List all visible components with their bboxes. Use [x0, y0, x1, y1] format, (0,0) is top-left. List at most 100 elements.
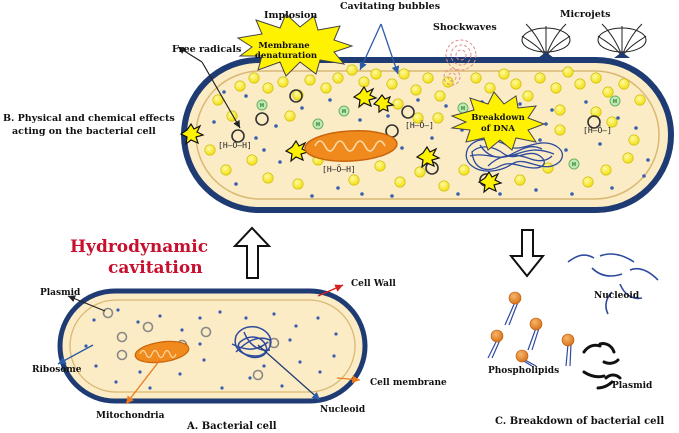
svg-text:[H–Ö–]: [H–Ö–] — [405, 120, 434, 130]
label-nucleoid-fragment: Nucleoid — [594, 291, 640, 301]
ribosome-dot — [400, 146, 404, 150]
ribosome-dot — [332, 354, 336, 358]
bubble — [234, 80, 246, 92]
bubble — [562, 66, 574, 78]
label-implosion: Implosion — [264, 10, 317, 21]
plasmid-fragments — [582, 342, 622, 390]
ribosome-dot — [294, 324, 298, 328]
label-physical-effects-1: B. Physical and chemical effects — [3, 113, 175, 124]
ribosome-dot — [386, 114, 390, 118]
bubble — [398, 68, 410, 80]
ribosome-dot — [634, 126, 638, 130]
plasmid-ring — [200, 326, 212, 338]
bubble — [554, 124, 566, 136]
ribosome-dot — [456, 192, 460, 196]
plasmid-ring — [231, 129, 245, 143]
svg-text:H: H — [342, 109, 346, 115]
label-cavitation: cavitation — [108, 258, 203, 278]
bubble — [392, 98, 404, 110]
bubble — [432, 112, 444, 124]
bubble — [590, 106, 602, 118]
ribosome-dot — [550, 108, 554, 112]
bubble — [410, 84, 422, 96]
ribosome-dot — [248, 376, 252, 380]
label-hydrodynamic: Hydrodynamic — [70, 237, 208, 257]
bubble — [470, 72, 482, 84]
svg-text:H: H — [461, 106, 465, 112]
shockwaves-rings — [443, 39, 477, 86]
ribosome-dot — [610, 186, 614, 190]
ribosome-dot — [416, 98, 420, 102]
top-annotation-arrows — [177, 23, 400, 129]
ribosome-dot — [430, 136, 434, 140]
bubble — [332, 72, 344, 84]
ribosome-dot — [262, 364, 266, 368]
bubble — [622, 152, 634, 164]
ribosome-dot — [336, 186, 340, 190]
ribosome-dot — [360, 192, 364, 196]
label-bacterial-cell: A. Bacterial cell — [186, 421, 277, 432]
phospholipid-tail — [569, 343, 572, 367]
ribosome-dot — [390, 194, 394, 198]
ribosome-dot — [254, 136, 258, 140]
ribosome-dot — [598, 142, 602, 146]
svg-text:H: H — [613, 99, 617, 105]
svg-text:[H–Ö–]: [H–Ö–] — [583, 125, 612, 135]
plasmid-ring — [252, 369, 264, 381]
ribosome-dot — [178, 372, 182, 376]
label-phospholipids: Phospholipids — [488, 366, 559, 376]
plasmid-ring — [268, 337, 280, 349]
bubble — [600, 164, 612, 176]
bubble — [510, 78, 522, 90]
ribosome-dot — [202, 358, 206, 362]
phospholipid-tail — [504, 301, 516, 326]
ribosome-dot — [158, 314, 162, 318]
ribosome-dot — [316, 316, 320, 320]
svg-text:[H–Ö–H]: [H–Ö–H] — [218, 140, 252, 150]
phospholipid-head — [561, 333, 575, 347]
small-bursts — [179, 85, 503, 194]
intact-cell-bottom — [57, 288, 368, 404]
bubble — [542, 162, 554, 174]
breakdown-of-dna-burst — [450, 91, 546, 151]
bubble — [346, 64, 358, 76]
label-cavitating-bubbles: Cavitating bubbles — [340, 1, 440, 12]
bubble — [458, 164, 470, 176]
label-cell-wall: Cell Wall — [351, 279, 396, 289]
ribosome-dot — [310, 194, 314, 198]
ribosome-dot — [114, 380, 118, 384]
label-physical-effects-2: acting on the bacterial cell — [12, 126, 156, 137]
bubble — [522, 90, 534, 102]
ribosome-dot — [570, 192, 574, 196]
ribosome-dot — [234, 182, 238, 186]
bubble — [438, 180, 450, 192]
bubble — [358, 76, 370, 88]
mitochondria-bottom — [134, 340, 190, 364]
process-arrow-down — [508, 229, 546, 278]
bubble — [386, 78, 398, 90]
membrane-denaturation-burst — [236, 13, 354, 77]
nucleoid-fragments — [567, 253, 659, 315]
ribosome-dot — [244, 316, 248, 320]
ribosome-dot — [218, 310, 222, 314]
label-free-radicals: Free radicals — [172, 44, 241, 55]
bubble — [582, 176, 594, 188]
ribosome-dot — [116, 308, 120, 312]
bubble — [606, 116, 618, 128]
phospholipid-tail — [531, 327, 540, 351]
ribosome-dot — [92, 318, 96, 322]
bubble — [602, 86, 614, 98]
ribosome-dot — [444, 104, 448, 108]
cavitating-bubbles-group — [204, 64, 646, 192]
plasmid-ring — [102, 307, 114, 319]
bubble — [220, 164, 232, 176]
label-plasmid-top: Plasmid — [40, 288, 81, 298]
ribosome-dot — [136, 320, 140, 324]
label-breakdown-of-cell: C. Breakdown of bacterial cell — [495, 416, 664, 427]
bubble — [277, 76, 289, 88]
plasmid-ring — [116, 331, 128, 343]
bubble — [204, 144, 216, 156]
bottom-annotation-arrows — [57, 284, 361, 405]
ribosome-dots-bottom — [84, 308, 338, 390]
labels: Implosion Cavitating bubbles Microjets F… — [3, 1, 664, 432]
